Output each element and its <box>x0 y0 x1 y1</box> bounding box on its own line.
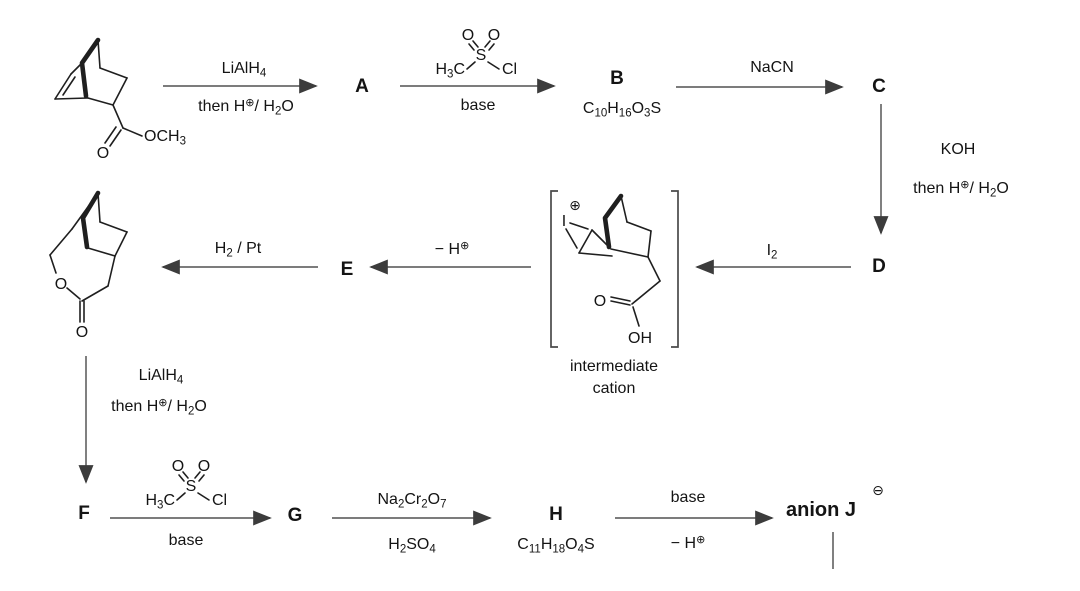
o-label: O <box>462 27 474 44</box>
step-e-to-lactone: H2 / Pt <box>161 240 318 275</box>
mscl-bonds <box>466 40 500 70</box>
compound-anion-j: anion J ⊖ <box>786 482 884 569</box>
carbonyl-o-label: O <box>76 324 88 341</box>
structure-start-ester: O OCH3 <box>54 37 186 162</box>
compound-label-c: C <box>872 76 886 97</box>
reagent-i2: I2 <box>767 242 778 262</box>
reagent-minus-h: − H⊕ <box>435 240 470 258</box>
skeleton-bonds <box>54 37 143 147</box>
plus-charge-icon: ⊕ <box>569 197 581 213</box>
step-b-to-c: NaCN <box>676 59 844 95</box>
reagent-base: base <box>461 97 496 114</box>
left-bracket <box>550 190 558 348</box>
compound-h-formula: C11H18O4S <box>517 536 594 556</box>
reagent-h2so4: H2SO4 <box>388 536 436 556</box>
reagent-nacn: NaCN <box>750 59 794 76</box>
step-f-to-g: O O S H3C Cl base <box>110 458 272 549</box>
compound-label-e: E <box>341 259 354 280</box>
carbonyl-o-label: O <box>97 145 109 162</box>
compound-label-b: B <box>610 68 624 89</box>
iodine-label: I <box>562 213 566 230</box>
skeleton-bonds <box>565 193 661 327</box>
compound-label-d: D <box>872 256 886 277</box>
compound-label-anion-j: anion J <box>786 499 856 521</box>
compound-b: B C10H16O3S <box>583 68 661 120</box>
step-g-to-h: Na2Cr2O7 H2SO4 <box>332 491 492 556</box>
mscl-bonds <box>176 471 210 501</box>
step-sm-to-a: LiAlH4 then H⊕/ H2O <box>163 60 318 118</box>
reagent-lialh4: LiAlH4 <box>222 60 267 80</box>
compound-label-g: G <box>288 505 303 526</box>
reagent-acid-workup: then H⊕/ H2O <box>198 97 294 118</box>
minus-charge-icon: ⊖ <box>872 482 884 498</box>
reagent-acid-workup: then H⊕/ H2O <box>913 179 1009 200</box>
reagent-lialh4: LiAlH4 <box>139 367 184 387</box>
reagent-base: base <box>169 532 204 549</box>
step-intermediate-to-e: − H⊕ <box>369 240 531 275</box>
step-a-to-b: O O S H3C Cl base <box>400 27 556 114</box>
oh-label: OH <box>628 330 652 347</box>
ring-o-label: O <box>55 276 67 293</box>
reagent-acid-workup: then H⊕/ H2O <box>111 397 207 418</box>
compound-b-formula: C10H16O3S <box>583 100 661 120</box>
skeleton-bonds <box>49 190 128 323</box>
structure-lactone: O O <box>49 190 128 341</box>
o-label: O <box>198 458 210 475</box>
step-h-to-anion-j: base − H⊕ <box>615 489 774 552</box>
s-label: S <box>186 478 197 495</box>
cl-label: Cl <box>212 492 227 509</box>
cl-label: Cl <box>502 61 517 78</box>
reagent-na2cr2o7: Na2Cr2O7 <box>377 491 446 511</box>
intermediate-caption-line2: cation <box>593 380 636 397</box>
mscl-structure-bottom: O O S H3C Cl <box>145 458 227 512</box>
carbonyl-o-label: O <box>594 293 606 310</box>
compound-h: H C11H18O4S <box>517 504 594 556</box>
mscl-structure-top: O O S H3C Cl <box>435 27 517 81</box>
reagent-koh: KOH <box>941 141 976 158</box>
right-bracket <box>671 190 679 348</box>
step-d-to-intermediate: I2 <box>695 242 851 275</box>
intermediate-caption-line1: intermediate <box>570 358 658 375</box>
step-lactone-to-f: LiAlH4 then H⊕/ H2O <box>78 356 207 484</box>
h3c-label: H3C <box>145 492 175 512</box>
step-c-to-d: KOH then H⊕/ H2O <box>873 104 1009 235</box>
compound-label-f: F <box>78 503 90 524</box>
reagent-h2-pt: H2 / Pt <box>215 240 262 260</box>
structure-intermediate-cation: I ⊕ O OH intermediate cation <box>550 190 679 397</box>
reagent-minus-h: − H⊕ <box>671 534 706 552</box>
s-label: S <box>476 47 487 64</box>
och3-label: OCH3 <box>144 128 186 148</box>
o-label: O <box>488 27 500 44</box>
reagent-base: base <box>671 489 706 506</box>
h3c-label: H3C <box>435 61 465 81</box>
o-label: O <box>172 458 184 475</box>
compound-label-h: H <box>549 504 563 525</box>
compound-label-a: A <box>355 76 369 97</box>
